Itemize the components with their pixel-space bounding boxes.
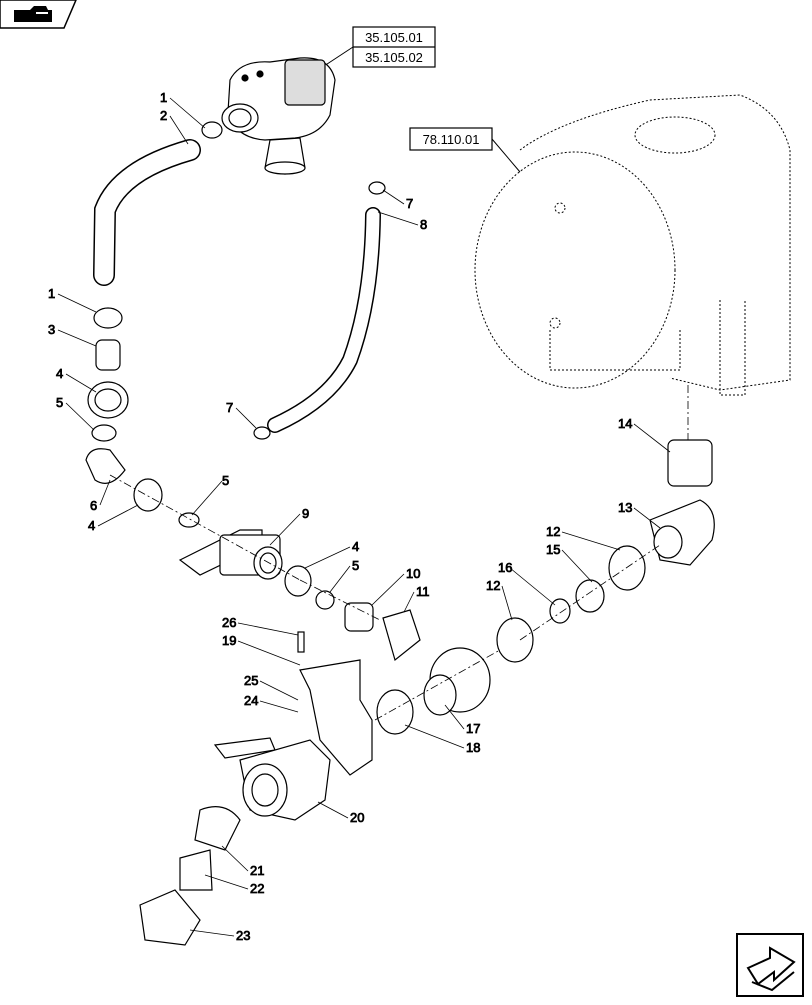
callout-20: 20 (350, 810, 364, 825)
callout-23: 23 (236, 928, 250, 943)
callout-7a: 7 (406, 196, 413, 211)
callout-11: 11 (416, 584, 430, 599)
callout-1b: 1 (48, 286, 55, 301)
ref-78-leader (491, 138, 521, 173)
callout-15: 15 (546, 542, 560, 557)
left-fittings (85, 121, 386, 528)
centre-lines (109, 385, 689, 721)
callout-5c: 5 (352, 558, 359, 573)
callout-7b: 7 (226, 400, 233, 415)
callout-22: 22 (250, 881, 264, 896)
callout-5a: 5 (56, 395, 63, 410)
valve-9-illustration (178, 529, 283, 580)
bracket-and-valve (139, 631, 373, 946)
tank-illustration (474, 94, 791, 396)
ref-box-35-105[interactable]: 35.105.01 35.105.02 (352, 26, 436, 68)
callout-3: 3 (48, 322, 55, 337)
callout-2: 2 (160, 108, 167, 123)
callout-1a: 1 (160, 90, 167, 105)
middle-fittings (284, 439, 715, 735)
callout-17: 17 (466, 721, 480, 736)
callouts: 1 2 1 3 4 5 6 4 5 9 7 8 7 4 5 10 11 26 (48, 90, 671, 943)
ref-35-105-01-label: 35.105.01 (365, 30, 423, 45)
callout-12b: 12 (546, 524, 560, 539)
next-page-button[interactable] (736, 933, 804, 997)
callout-14: 14 (618, 416, 632, 431)
callout-9: 9 (302, 506, 309, 521)
callout-18: 18 (466, 740, 480, 755)
hand-pointer-icon (14, 6, 52, 22)
callout-24: 24 (244, 693, 258, 708)
callout-10: 10 (406, 566, 420, 581)
next-page-arrow-icon (746, 946, 796, 992)
callout-4a: 4 (56, 366, 63, 381)
callout-8: 8 (420, 217, 427, 232)
callout-21: 21 (250, 863, 264, 878)
ref-35-105-02-label: 35.105.02 (365, 50, 423, 65)
callout-13: 13 (618, 500, 632, 515)
callout-4b: 4 (88, 518, 95, 533)
hose-2-inner (94, 140, 200, 285)
callout-25: 25 (244, 673, 258, 688)
callout-5b: 5 (222, 473, 229, 488)
callout-4c: 4 (352, 539, 359, 554)
callout-12a: 12 (486, 578, 500, 593)
ref-box-78-110[interactable]: 78.110.01 (409, 127, 493, 151)
callout-26: 26 (222, 615, 236, 630)
top-left-nav-icon[interactable] (0, 0, 77, 29)
callout-6: 6 (90, 498, 97, 513)
callout-19: 19 (222, 633, 236, 648)
ref-78-110-01-label: 78.110.01 (423, 132, 480, 147)
pump-illustration (221, 57, 336, 175)
hose-8-inner (268, 208, 380, 432)
callout-16: 16 (498, 560, 512, 575)
